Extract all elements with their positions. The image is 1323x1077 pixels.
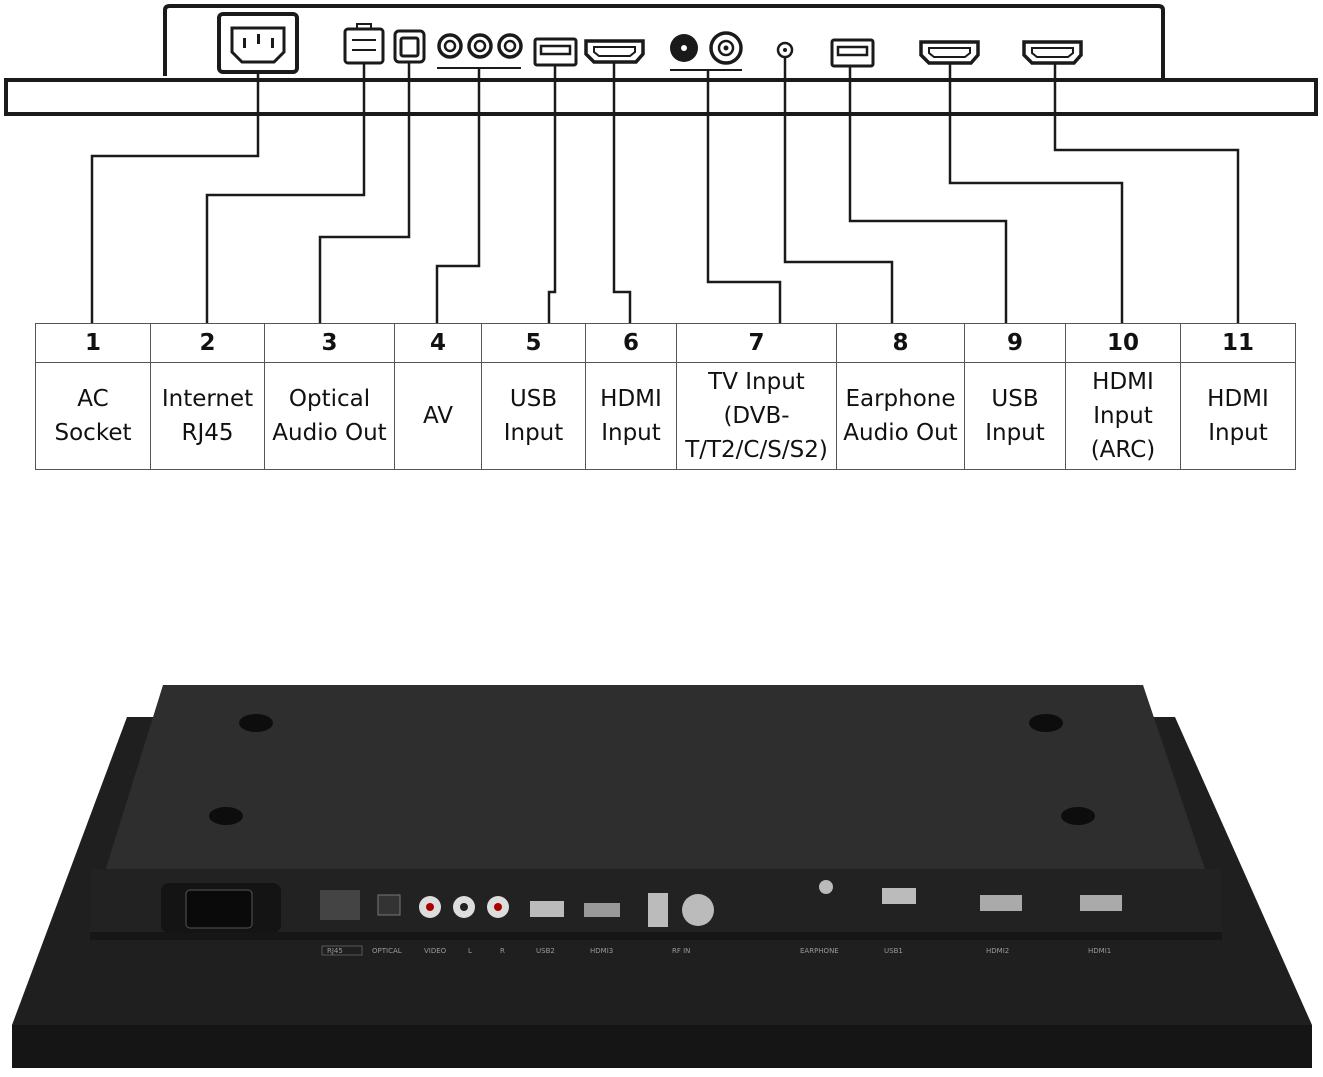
panel-label: L xyxy=(468,947,472,955)
panel-label: RF IN xyxy=(672,947,690,955)
optical-port-icon xyxy=(393,29,426,64)
port-number: 4 xyxy=(394,323,482,363)
port-number: 7 xyxy=(676,323,837,363)
panel-label: HDMI1 xyxy=(1088,947,1111,955)
port-number: 2 xyxy=(150,323,265,363)
port-number: 9 xyxy=(964,323,1066,363)
tv-input-icon xyxy=(682,894,714,926)
usb-port-icon xyxy=(533,37,578,67)
earphone-jack-icon xyxy=(776,41,794,59)
port-label: AV xyxy=(394,362,482,470)
ac-socket-icon xyxy=(217,12,299,74)
panel-label: USB2 xyxy=(536,947,555,955)
panel-label: RJ45 xyxy=(327,947,343,955)
hdmi-port-icon xyxy=(584,39,645,64)
photo-connectors xyxy=(161,880,1122,933)
optical-port-icon xyxy=(377,894,401,916)
usb-port-icon xyxy=(830,38,875,68)
port-number: 6 xyxy=(585,323,677,363)
tv-input-icon xyxy=(670,31,743,71)
panel-label: HDMI2 xyxy=(986,947,1009,955)
monitor-back-photo: RJ45 OPTICAL VIDEO L R USB2 HDMI3 RF IN … xyxy=(12,685,1312,1068)
port-number: 1 xyxy=(35,323,151,363)
usb-port-icon xyxy=(530,901,564,917)
photo-panel-labels: RJ45 OPTICAL VIDEO L R USB2 HDMI3 RF IN … xyxy=(321,945,1111,956)
hdmi-port-icon xyxy=(1080,895,1122,911)
hdmi-port-icon xyxy=(980,895,1022,911)
av-jacks-icon xyxy=(437,33,523,69)
port-number: 3 xyxy=(264,323,395,363)
panel-label: USB1 xyxy=(884,947,903,955)
panel-label: R xyxy=(500,947,505,955)
panel-label: HDMI3 xyxy=(590,947,613,955)
hdmi-arc-port-icon xyxy=(919,40,980,65)
panel-outline xyxy=(163,4,1165,80)
port-number: 10 xyxy=(1065,323,1181,363)
leader-lines xyxy=(90,58,1240,323)
port-label: TV Input(DVB-T/T2/C/S/S2) xyxy=(676,362,837,470)
panel-base-bar xyxy=(4,78,1318,116)
panel-label: VIDEO xyxy=(424,947,447,955)
port-number: 8 xyxy=(836,323,965,363)
port-number: 11 xyxy=(1180,323,1296,363)
rear-plate xyxy=(90,685,1222,920)
rj45-port-icon xyxy=(320,890,360,920)
mounting-holes xyxy=(209,714,1095,825)
port-number: 5 xyxy=(481,323,586,363)
port-number-row: 1 2 3 4 5 6 7 8 9 10 11 xyxy=(35,323,1296,363)
earphone-jack-icon xyxy=(819,880,833,894)
panel-label: OPTICAL xyxy=(372,947,402,955)
usb-port-icon xyxy=(882,888,916,904)
hdmi-port-icon xyxy=(1022,40,1083,65)
rj45-port-icon xyxy=(343,23,385,65)
tv-input-icon xyxy=(648,893,668,927)
hdmi-port-icon xyxy=(584,903,620,917)
panel-label: EARPHONE xyxy=(800,947,839,955)
port-diagram xyxy=(4,4,1318,323)
